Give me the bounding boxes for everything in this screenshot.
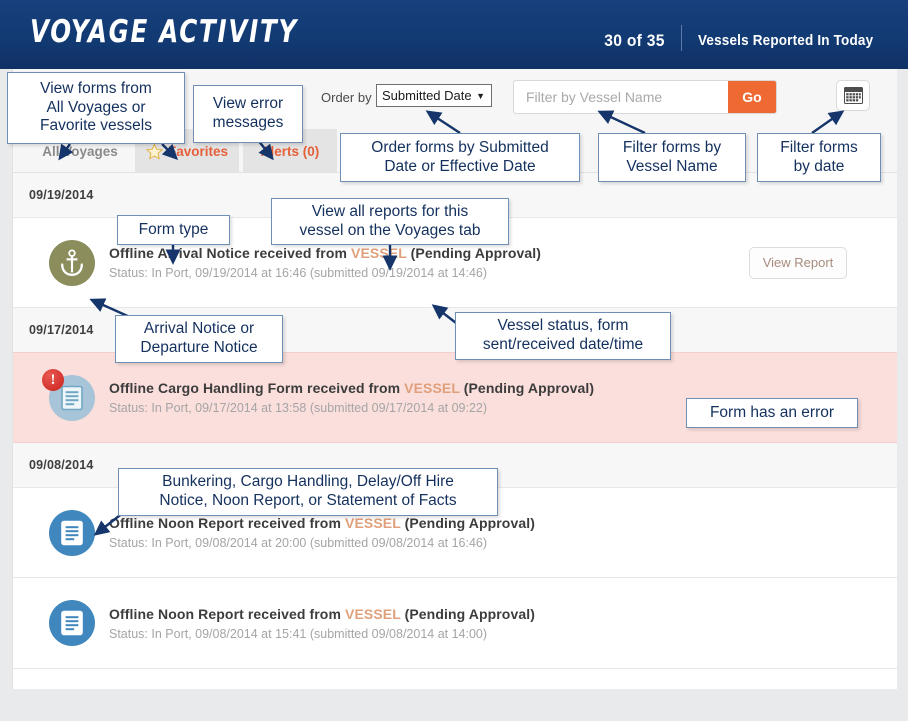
vessels-reported-count: 30 of 35 [604,31,665,50]
document-glyph [61,520,83,545]
document-icon [49,600,95,646]
calendar-icon [843,87,863,104]
row-status: Status: In Port, 09/08/2014 at 15:41 (su… [109,626,488,641]
row-title-suffix: (Pending Approval) [404,515,535,531]
document-glyph [61,610,83,636]
row-title: Offline Noon Report received from VESSEL… [109,515,535,531]
row-icon-wrap [49,600,95,646]
row-title-prefix: Offline Noon Report received from [109,515,341,531]
row-icon-wrap [49,509,95,556]
tab-favorites-label: Favorites [167,143,229,159]
row-title-suffix: (Pending Approval) [463,380,595,396]
document-glyph [61,385,83,410]
row-title: Offline Cargo Handling Form received fro… [109,380,594,396]
document-icon [49,374,95,421]
row-title-prefix: Offline Cargo Handling Form received fro… [109,380,401,396]
row-title: Offline Noon Report received from VESSEL… [109,606,535,622]
chevron-down-icon: ▼ [476,90,485,101]
row-text: Offline Noon Report received from VESSEL… [109,606,535,641]
search-input[interactable] [514,81,728,113]
tab-favorites[interactable]: Favorites [135,129,239,173]
page-title: VOYAGE ACTIVITY [30,14,299,50]
header-divider [680,25,682,51]
row-vessel-name[interactable]: VESSEL [345,605,401,622]
callout-error: Form has an error [686,398,858,428]
row-status: Status: In Port, 09/08/2014 at 20:00 (su… [109,536,488,550]
vessels-reported-label: Vessels Reported In Today [697,33,873,49]
row-text: Offline Cargo Handling Form received fro… [109,380,594,415]
row-vessel-name[interactable]: VESSEL [345,515,401,531]
row-icon-wrap: ! [42,368,95,421]
row-title-prefix: Offline Noon Report received from [109,605,341,622]
order-by-select[interactable]: Submitted Date ▼ [376,84,492,107]
row-text: Offline Noon Report received from VESSEL… [109,515,535,550]
app-header: VOYAGE ACTIVITY 30 of 35 Vessels Reporte… [0,0,908,69]
view-report-button[interactable]: View Report [749,246,847,279]
activity-row[interactable]: Offline Noon Report received from VESSEL… [13,578,897,669]
document-icon [49,509,95,556]
anchor-icon [49,239,95,286]
activity-row[interactable]: Offline Noon Report received from VESSEL… [13,487,897,578]
row-icon-wrap [49,239,95,286]
star-icon [145,142,163,160]
error-badge-icon: ! [42,368,64,391]
go-button[interactable]: Go [728,81,776,113]
callout-form-kinds: Bunkering, Cargo Handling, Delay/Off Hir… [118,468,498,516]
anchor-glyph [61,248,83,276]
tab-alerts-label: Alerts (0) [260,143,320,159]
row-title-suffix: (Pending Approval) [410,245,542,261]
callout-form-type: Form type [117,215,230,245]
row-title-suffix: (Pending Approval) [404,605,535,622]
row-status: Status: In Port, 09/17/2014 at 13:58 (su… [109,401,488,415]
order-by-value: Submitted Date [382,88,472,103]
header-summary: 30 of 35 Vessels Reported In Today [599,25,886,54]
row-vessel-name[interactable]: VESSEL [404,380,460,396]
date-filter-button[interactable] [836,80,870,111]
order-by-label: Order by [321,90,372,105]
vessel-filter-group: Go [513,80,777,114]
